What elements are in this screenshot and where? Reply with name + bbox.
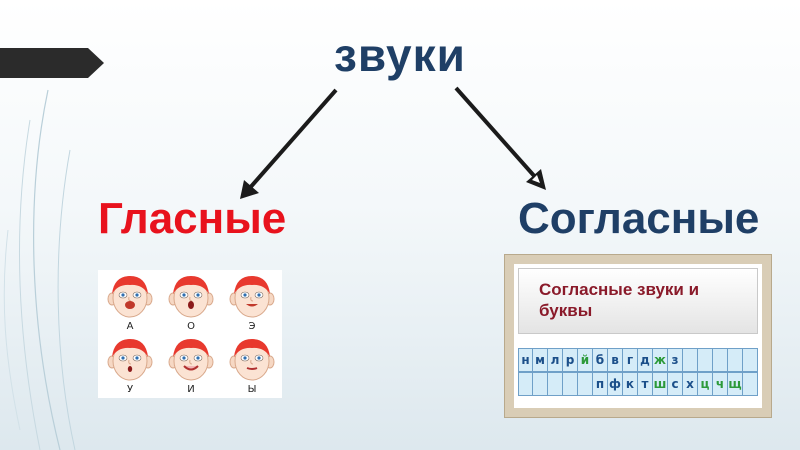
consonants-title-panel: Согласные звуки и буквы xyxy=(518,268,758,334)
vowel-face: А xyxy=(100,272,160,336)
letter-cell: н xyxy=(518,349,533,371)
letter-cell: п xyxy=(593,373,608,395)
letter-cell xyxy=(578,373,593,395)
arrow-left xyxy=(240,88,338,199)
letter-cell: з xyxy=(668,349,683,371)
letter-cell: й xyxy=(578,349,593,371)
vowel-face: О xyxy=(161,272,221,336)
letter-cell: щ xyxy=(728,373,743,395)
vowel-letter: О xyxy=(187,321,195,332)
letter-cell: ш xyxy=(653,373,668,395)
vowel-letter: Ы xyxy=(247,384,257,395)
letter-cell: т xyxy=(638,373,653,395)
letter-cell: д xyxy=(638,349,653,371)
letter-cell xyxy=(728,349,743,371)
face-icon xyxy=(168,276,214,318)
arrow-right xyxy=(454,86,546,190)
letter-cell: р xyxy=(563,349,578,371)
letter-cell: ч xyxy=(713,373,728,395)
letter-cell: м xyxy=(533,349,548,371)
consonants-label: Согласные xyxy=(518,194,760,243)
face-icon xyxy=(107,339,153,381)
letter-cell: х xyxy=(683,373,698,395)
letter-cell: г xyxy=(623,349,638,371)
face-icon xyxy=(229,339,275,381)
letter-cell xyxy=(743,349,758,371)
face-icon xyxy=(229,276,275,318)
slide-title: звуки xyxy=(334,29,466,81)
letter-cell: с xyxy=(668,373,683,395)
vowel-face: И xyxy=(161,335,221,399)
letter-cell: к xyxy=(623,373,638,395)
letter-cell xyxy=(518,373,533,395)
letter-cell xyxy=(533,373,548,395)
vowel-letter: У xyxy=(126,384,134,395)
vowel-face: Ы xyxy=(222,335,282,399)
letter-cell xyxy=(713,349,728,371)
letter-cell: б xyxy=(593,349,608,371)
face-icon xyxy=(168,339,214,381)
letter-cell: ж xyxy=(653,349,668,371)
letter-cell xyxy=(563,373,578,395)
letter-cell xyxy=(683,349,698,371)
vowels-picture: А О Э У И Ы xyxy=(98,270,282,398)
vowels-label: Гласные xyxy=(98,194,287,243)
vowel-letter: А xyxy=(126,321,134,332)
accent-arrow-tip xyxy=(88,48,104,78)
vowel-letter: И xyxy=(187,384,195,395)
letter-cell: в xyxy=(608,349,623,371)
letter-cell: ц xyxy=(698,373,713,395)
letter-cell xyxy=(743,373,758,395)
accent-bar xyxy=(0,48,88,78)
vowel-face: У xyxy=(100,335,160,399)
letter-cell: ф xyxy=(608,373,623,395)
letter-cell: л xyxy=(548,349,563,371)
vowel-face: Э xyxy=(222,272,282,336)
consonants-picture-title: Согласные звуки и буквы xyxy=(539,280,700,320)
vowel-letter: Э xyxy=(248,321,256,332)
letter-cell xyxy=(548,373,563,395)
letter-cell xyxy=(698,349,713,371)
face-icon xyxy=(107,276,153,318)
